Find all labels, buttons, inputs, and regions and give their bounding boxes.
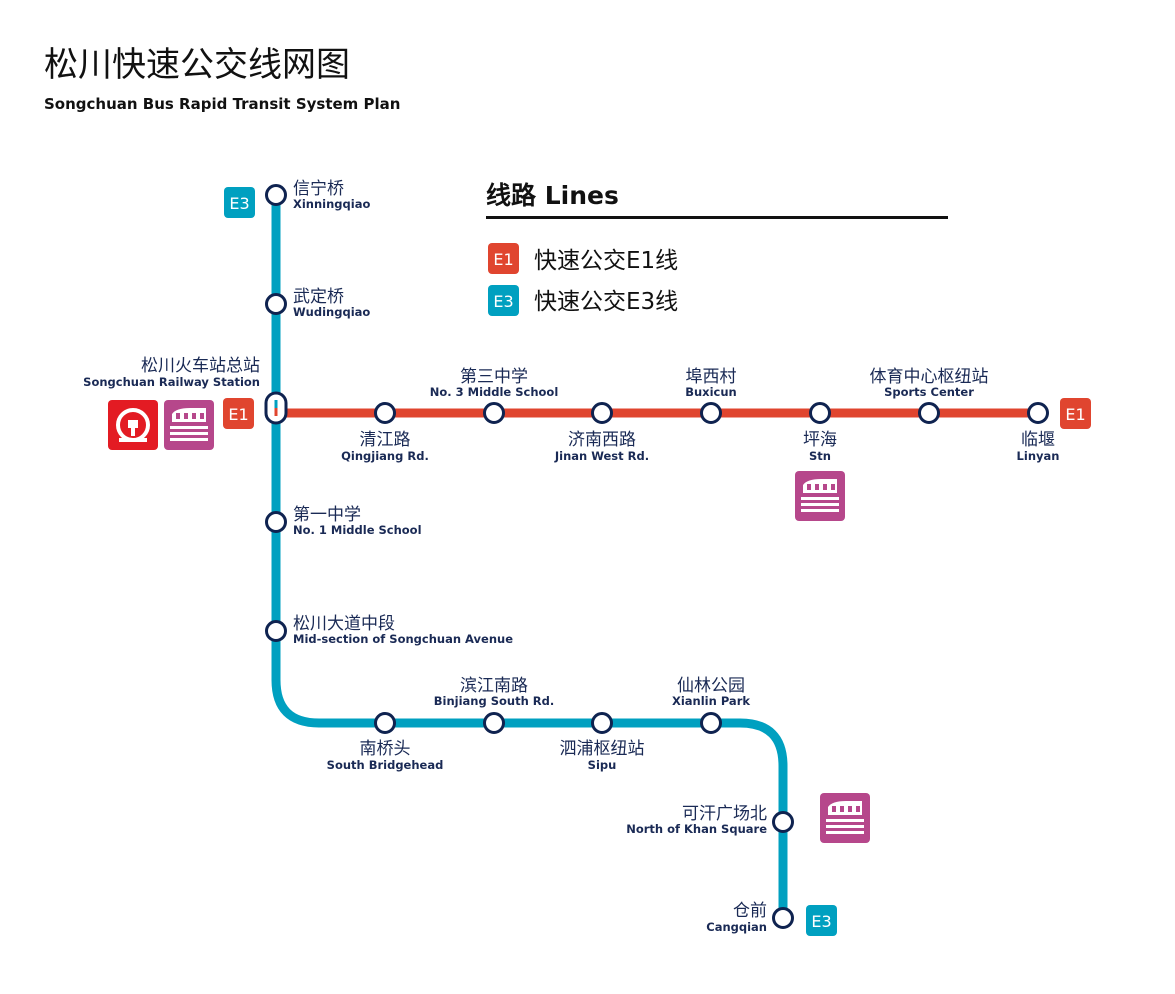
station-label-en: Xianlin Park [672,694,750,708]
map-title-zh: 松川快速公交线网图 [44,45,350,85]
station-label-zh: 清江路 [360,430,411,450]
svg-text:E3: E3 [229,194,249,213]
station-label-en: Songchuan Railway Station [83,375,260,389]
station-label-en: South Bridgehead [327,758,444,772]
station-sipu[interactable]: 泗浦枢纽站 Sipu [560,712,645,773]
station-cangqian[interactable]: 仓前 Cangqian [706,901,794,934]
e1-badge-west: E1 [223,398,254,429]
station-label-zh: 松川大道中段 [293,614,395,634]
station-wudingqiao[interactable]: 武定桥 Wudingqiao [265,287,371,319]
legend-e3-badge [488,285,519,316]
station-label-zh: 临堰 [1021,430,1055,450]
station-label-zh: 仙林公园 [677,676,745,696]
station-binjiang-south[interactable]: 滨江南路 Binjiang South Rd. [434,676,554,734]
station-label-zh: 仓前 [733,901,767,921]
station-label-zh: 松川火车站总站 [141,356,260,376]
station-label-en: Xinningqiao [293,197,370,211]
svg-text:E1: E1 [228,405,248,424]
metro-icon [795,471,845,521]
legend-e1-badge [488,243,519,274]
station-pinghai[interactable]: 坪海 Stn [803,402,837,464]
legend-e3-label: 快速公交E3线 [534,289,678,315]
legend-e3-code: E3 [493,292,513,311]
metro-icon [820,793,870,843]
station-label-en: Buxicun [685,385,737,399]
station-label-en: Stn [809,449,831,463]
station-label-en: Wudingqiao [293,305,370,319]
station-linyan[interactable]: 临堰 Linyan [1017,402,1060,464]
station-label-en: No. 1 Middle School [293,523,422,537]
station-north-khan-square[interactable]: 可汗广场北 North of Khan Square [626,804,794,836]
station-label-en: North of Khan Square [626,822,767,836]
station-label-zh: 济南西路 [568,430,636,450]
station-label-en: No. 3 Middle School [430,385,559,399]
station-label-zh: 信宁桥 [293,179,344,199]
station-xinningqiao[interactable]: 信宁桥 Xinningqiao [265,179,371,211]
station-label-zh: 第三中学 [460,367,528,387]
station-label-zh: 武定桥 [293,287,344,307]
svg-text:E3: E3 [811,912,831,931]
station-label-en: Linyan [1017,449,1060,463]
station-buxicun[interactable]: 埠西村 Buxicun [685,367,737,424]
railway-icon [108,400,158,450]
station-label-en: Sipu [588,758,617,772]
station-no1-middle-school[interactable]: 第一中学 No. 1 Middle School [265,505,422,537]
station-sports-center[interactable]: 体育中心枢纽站 Sports Center [870,367,989,424]
e1-badge-east: E1 [1060,398,1091,429]
legend: 线路 Lines E1 快速公交E1线 E3 快速公交E3线 [486,181,948,316]
station-label-en: Qingjiang Rd. [341,449,429,463]
station-label-en: Sports Center [884,385,974,399]
station-label-zh: 坪海 [803,430,837,450]
e3-badge-south: E3 [806,905,837,936]
svg-text:E1: E1 [1065,405,1085,424]
station-label-zh: 泗浦枢纽站 [560,739,645,759]
legend-e1-label: 快速公交E1线 [534,248,678,274]
station-songchuan-railway[interactable]: 松川火车站总站 Songchuan Railway Station [83,356,288,425]
station-label-zh: 第一中学 [293,505,361,525]
legend-item-e1: E1 快速公交E1线 [488,243,678,274]
station-label-zh: 体育中心枢纽站 [870,367,989,387]
legend-underline [486,216,948,219]
line-e3-path [271,190,788,923]
station-songchuan-ave-mid[interactable]: 松川大道中段 Mid-section of Songchuan Avenue [265,614,514,646]
legend-title: 线路 Lines [486,181,619,210]
station-label-zh: 埠西村 [686,367,737,387]
station-qingjiang[interactable]: 清江路 Qingjiang Rd. [341,402,429,464]
station-label-zh: 可汗广场北 [682,804,767,824]
station-no3-middle-school[interactable]: 第三中学 No. 3 Middle School [430,367,559,424]
station-label-en: Jinan West Rd. [554,449,649,463]
map-title-en: Songchuan Bus Rapid Transit System Plan [44,95,400,113]
legend-e1-code: E1 [493,250,513,269]
station-label-zh: 滨江南路 [460,676,528,696]
station-south-bridgehead[interactable]: 南桥头 South Bridgehead [327,712,444,773]
station-label-en: Cangqian [706,920,767,934]
station-xianlin-park[interactable]: 仙林公园 Xianlin Park [672,676,750,734]
station-label-zh: 南桥头 [360,739,411,759]
station-jinan-west[interactable]: 济南西路 Jinan West Rd. [554,402,649,464]
station-label-en: Binjiang South Rd. [434,694,554,708]
metro-icon [164,400,214,450]
legend-item-e3: E3 快速公交E3线 [488,285,678,316]
station-label-en: Mid-section of Songchuan Avenue [293,632,513,646]
e3-badge-north: E3 [224,187,255,218]
